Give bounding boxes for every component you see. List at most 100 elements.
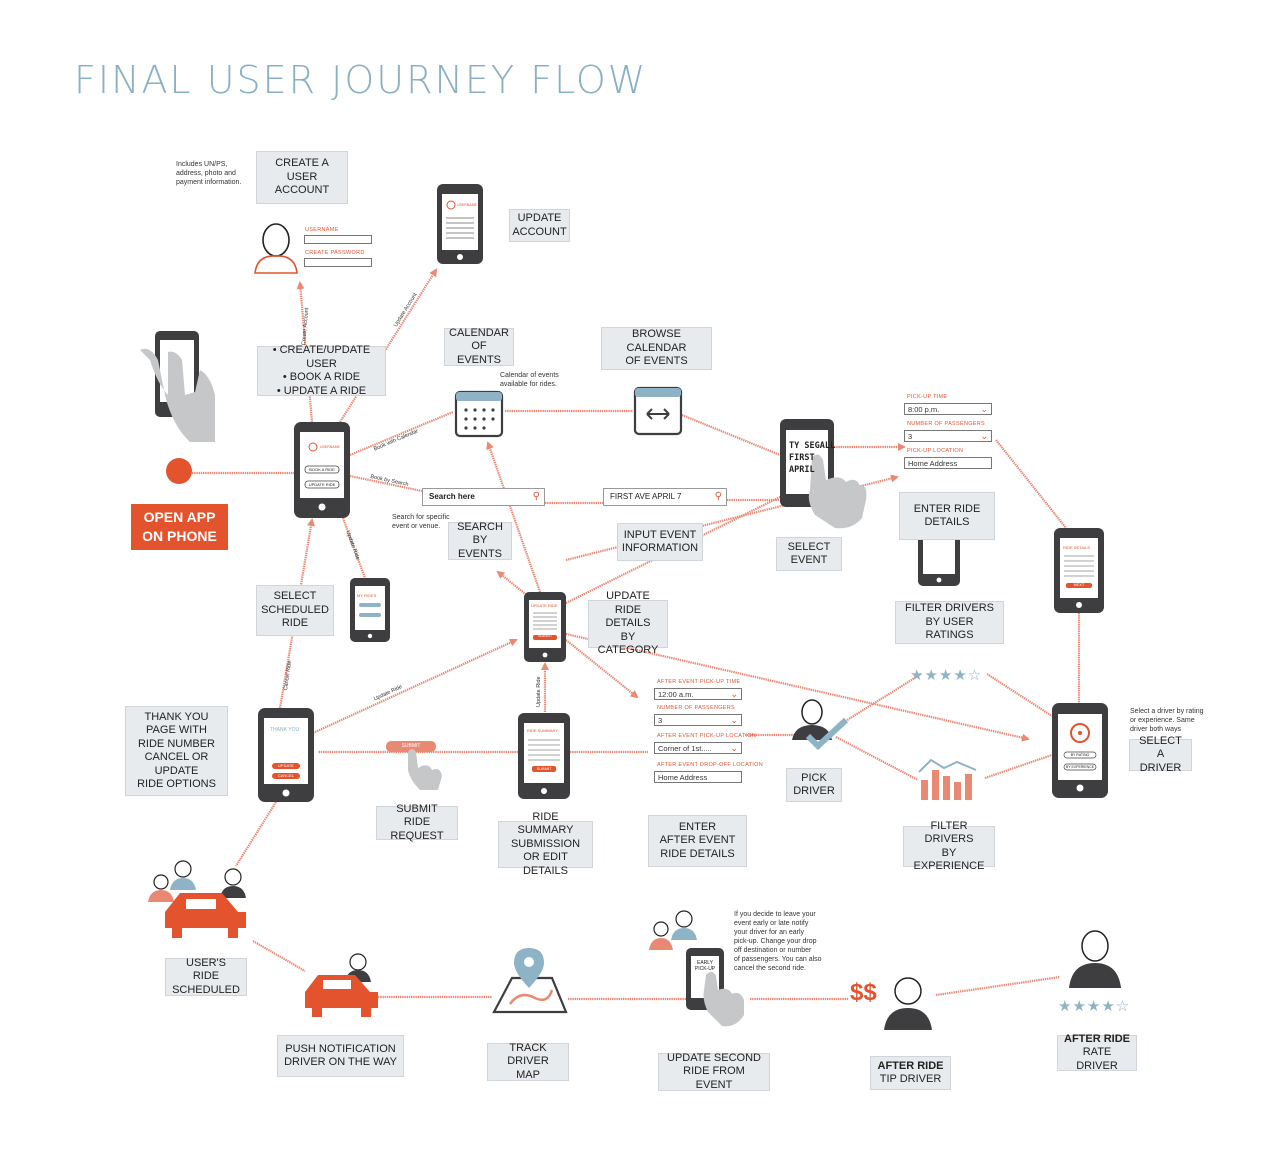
arrow-label-update-ride-summary: Update Ride: [536, 676, 542, 707]
passengers-value: 3: [908, 432, 913, 441]
chevron-down-icon: ⌄: [730, 715, 738, 725]
arrow-pick-to-experience: [835, 736, 919, 781]
pickup-time-label: PICK-UP TIME: [907, 394, 948, 400]
arrow-tip-to-rate: [935, 975, 1061, 997]
passengers-label: NUMBER OF PASSENGERS: [907, 421, 986, 427]
chevron-down-icon: ⌄: [980, 431, 988, 441]
search-events-box: SEARCH BY EVENTS: [448, 521, 512, 560]
after-pickup-label: AFTER EVENT PICK-UP LOCATION: [657, 733, 757, 739]
passengers-select[interactable]: 3⌄: [904, 430, 992, 442]
calendar-note: Calendar of events available for rides.: [500, 372, 559, 388]
event-input[interactable]: FIRST AVE APRIL 7 ⚲: [603, 488, 727, 506]
pickup-time-select[interactable]: 8:00 p.m.⌄: [904, 403, 992, 415]
arrow-update-to-event: [565, 493, 787, 604]
input-event-box: INPUT EVENT INFORMATION: [617, 523, 703, 561]
username-field[interactable]: [304, 235, 372, 244]
early-pickup-text: EARLY PICK-UP: [694, 960, 716, 972]
tip-driver-box: AFTER RIDE TIP DRIVER: [870, 1056, 951, 1090]
update-ride-details-box: UPDATE RIDE DETAILS BY CATEGORY: [588, 590, 668, 656]
user-avatar-outline-icon: [254, 223, 298, 274]
second-ride-phone-icon: [649, 910, 744, 1027]
arrow-update-to-search: [496, 570, 529, 597]
filter-rating-stars: ★★★★☆: [910, 667, 983, 684]
rate-driver-icon: [1069, 930, 1121, 988]
map-pin-icon: [492, 948, 568, 1014]
select-driver-box: SELECT A DRIVER: [1129, 735, 1192, 774]
browse-calendar-icon: [633, 386, 683, 436]
tip-money-icon: $$: [850, 979, 877, 1006]
after-passengers-label: NUMBER OF PASSENGERS: [657, 705, 736, 711]
arrow-main-to-calendar: [349, 410, 454, 457]
arrow-update-to-select-driver: [565, 632, 1030, 742]
after-time-select[interactable]: 12:00 a.m.⌄: [654, 688, 742, 700]
experience-chart-icon: [918, 758, 977, 800]
arrow-form-to-ride-details: [995, 439, 1067, 529]
arrow-main-to-search: [349, 474, 423, 493]
start-point-icon: [166, 458, 192, 484]
ride-scheduled-car-icon: [148, 860, 246, 938]
open-app-button[interactable]: OPEN APP ON PHONE: [131, 504, 228, 550]
thank-you-cancel-button[interactable]: CANCEL: [277, 773, 295, 778]
ride-details-phone-icon: [1054, 528, 1104, 613]
track-driver-box: TRACK DRIVER MAP: [487, 1042, 569, 1081]
update-second-box: UPDATE SECOND RIDE FROM EVENT: [658, 1052, 770, 1091]
rate-box-text: RATE DRIVER: [1076, 1046, 1118, 1072]
by-experience-button[interactable]: BY EXPERIENCE: [1065, 765, 1095, 769]
push-notification-car-icon: [305, 953, 378, 1017]
arrow-experience-to-select: [984, 753, 1053, 780]
after-event-box: ENTER AFTER EVENT RIDE DETAILS: [648, 815, 747, 867]
password-field[interactable]: [304, 258, 372, 267]
main-book-ride-button[interactable]: BOOK A RIDE: [309, 467, 335, 472]
arrow-main-to-update-account: [339, 268, 438, 423]
enter-ride-details-box: ENTER RIDE DETAILS: [899, 492, 995, 540]
profile-username: USERNAME: [457, 203, 477, 207]
leave-early-note: If you decide to leave your event early …: [734, 911, 822, 972]
arrow-main-to-create-account: [296, 281, 314, 423]
username-label: USERNAME: [305, 227, 339, 233]
update-account-phone-icon: [437, 184, 483, 264]
calendar-events-box: CALENDAR OF EVENTS: [444, 327, 514, 366]
my-rides-phone-icon: [350, 578, 390, 642]
search-icon: ⚲: [532, 491, 540, 502]
search-input[interactable]: Search here ⚲: [422, 488, 545, 506]
thank-you-box: THANK YOU PAGE WITH RIDE NUMBER CANCEL O…: [125, 706, 228, 796]
main-update-ride-button[interactable]: UPDATE RIDE: [308, 482, 336, 487]
update-submit-button[interactable]: SUBMIT: [537, 634, 553, 638]
pickup-location-field[interactable]: Home Address: [904, 457, 992, 469]
hand-holding-phone-icon: [140, 331, 215, 442]
filter-experience-box: FILTER DRIVERS BY EXPERIENCE: [903, 820, 995, 872]
arrow-update-to-after-event: [565, 639, 639, 699]
ride-details-next-button[interactable]: NEXT: [1073, 582, 1085, 587]
search-note: Search for specific event or venue.: [392, 514, 450, 530]
arrow-main-to-myrides: [341, 517, 367, 579]
pick-driver-box: PICK DRIVER: [786, 768, 842, 802]
arrow-scheduled-to-push: [252, 940, 306, 972]
after-dropoff-value: Home Address: [658, 773, 708, 782]
by-rating-button[interactable]: BY RATING: [1070, 753, 1090, 757]
arrow-browse-to-event: [681, 413, 781, 457]
after-pickup-value: Corner of 1st.....: [658, 744, 712, 753]
after-time-value: 12:00 a.m.: [658, 690, 694, 699]
tip-box-bold: AFTER RIDE: [877, 1059, 944, 1072]
create-account-box: CREATE A USER ACCOUNT: [256, 151, 348, 204]
summary-submit-button[interactable]: SUBMIT: [536, 766, 552, 771]
users-ride-scheduled-box: USER'S RIDE SCHEDULED: [165, 957, 247, 996]
select-driver-phone-icon: [1052, 703, 1108, 798]
main-screen-username: USERNAME: [320, 445, 340, 449]
arrow-pick-to-ratings: [835, 673, 922, 728]
thank-you-phone-icon: [258, 708, 314, 802]
after-dropoff-field[interactable]: Home Address: [654, 771, 742, 783]
push-notification-box: PUSH NOTIFICATION DRIVER ON THE WAY: [277, 1035, 404, 1077]
rate-driver-box: AFTER RIDE RATE DRIVER: [1057, 1033, 1137, 1072]
after-pickup-select[interactable]: Corner of 1st.....⌄: [654, 742, 742, 754]
event-input-value: FIRST AVE APRIL 7: [610, 492, 682, 501]
event-phone-icon: [780, 419, 867, 529]
ride-summary-phone-icon: [518, 713, 570, 799]
after-passengers-select[interactable]: 3⌄: [654, 714, 742, 726]
thank-you-update-button[interactable]: UPDATE: [278, 763, 294, 768]
create-book-update-box: • CREATE/UPDATE USER • BOOK A RIDE • UPD…: [257, 344, 386, 397]
arrow-thankyou-to-update: [312, 638, 518, 735]
browse-calendar-box: BROWSE CALENDAR OF EVENTS: [601, 327, 712, 370]
submit-button-graphic[interactable]: SUBMIT: [401, 743, 421, 749]
after-dropoff-label: AFTER EVENT DROP-OFF LOCATION: [657, 762, 763, 768]
